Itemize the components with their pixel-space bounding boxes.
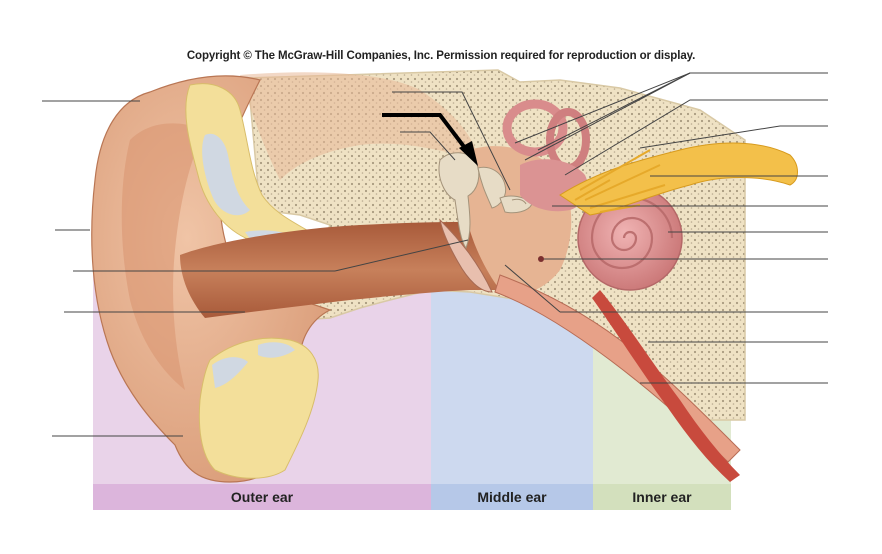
copyright-notice: Copyright © The McGraw-Hill Companies, I…	[186, 50, 696, 62]
outer-ear-bar	[93, 484, 431, 510]
vestibulocochlear-nerve	[559, 142, 798, 216]
arrow-icon	[382, 113, 478, 166]
middle-ear-bar	[431, 484, 593, 510]
outer-ear-label: Outer ear	[230, 489, 294, 505]
auricle-fold	[121, 123, 205, 390]
inner-ear-label: Inner ear	[632, 489, 692, 505]
scalp-skin	[240, 72, 480, 180]
nerve-fibers	[574, 149, 666, 213]
round-window	[538, 256, 544, 262]
semicircular-canal-1	[502, 99, 568, 157]
leader-lines	[42, 72, 828, 437]
lower-cartilage-light-2	[258, 342, 295, 358]
upper-cartilage-light	[202, 133, 250, 216]
middle-ear-label: Middle ear	[477, 489, 547, 505]
inner-ear-bar	[593, 484, 731, 510]
tympanic-membrane	[439, 218, 493, 293]
lower-cartilage-light	[212, 357, 248, 388]
internal-carotid-artery	[592, 290, 740, 482]
